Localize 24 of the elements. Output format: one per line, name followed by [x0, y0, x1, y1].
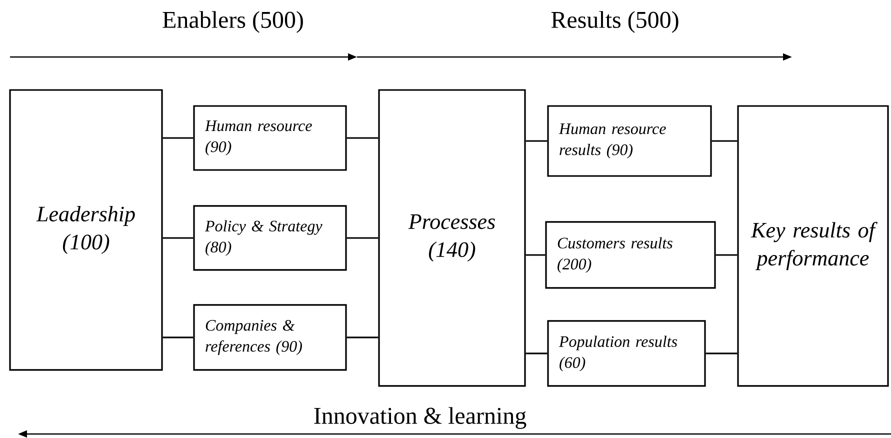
connector-line	[706, 352, 738, 354]
heading-label: Enablers (500)	[162, 11, 303, 33]
connector-line	[346, 336, 378, 338]
connector-line	[526, 352, 548, 354]
category-box: Policy & Strategy (80)	[193, 205, 347, 271]
category-box: Customers results (200)	[545, 221, 716, 289]
heading-label: Innovation & learning	[314, 407, 526, 429]
category-box: Human resource (90)	[193, 105, 347, 171]
block: Processes (140)	[378, 89, 526, 387]
connector-line	[712, 140, 738, 142]
category-box: Population results (60)	[547, 320, 706, 387]
connector-line	[716, 254, 738, 256]
connector-line	[162, 237, 194, 239]
block: Leadership (100)	[9, 89, 163, 371]
block: Key results of performance	[737, 105, 889, 387]
connector-line	[162, 336, 194, 338]
connector-line	[346, 237, 378, 239]
connector-line	[346, 137, 378, 139]
heading-label: Results (500)	[551, 11, 678, 33]
connector-line	[162, 137, 194, 139]
category-box: Human resource results (90)	[547, 105, 712, 177]
connector-line	[526, 254, 546, 256]
connector-line	[526, 140, 548, 142]
category-box: Companies & references (90)	[193, 304, 347, 371]
